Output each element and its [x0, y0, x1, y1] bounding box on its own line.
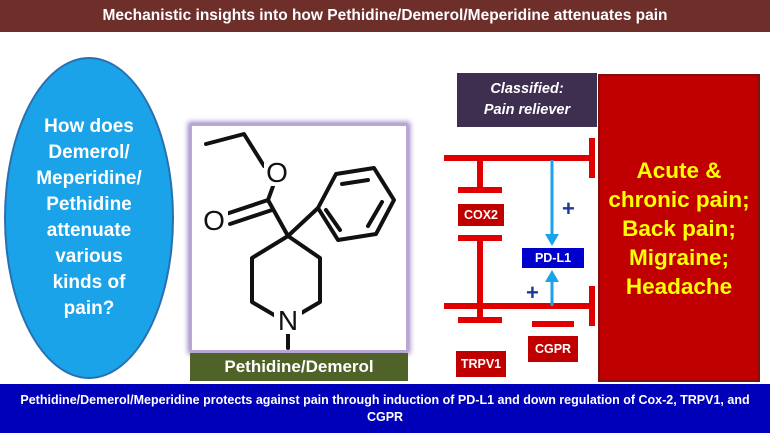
- question-text: How does Demerol/ Meperidine/ Pethidine …: [36, 116, 142, 319]
- pain-outcome-text: Acute & chronic pain; Back pain; Migrain…: [608, 157, 750, 299]
- page-title: Mechanistic insights into how Pethidine/…: [0, 0, 770, 32]
- cox2-label: COX2: [458, 204, 504, 226]
- footer-summary-text: Pethidine/Demerol/Meperidine protects ag…: [20, 392, 750, 424]
- cgrp-label: CGPR: [528, 336, 578, 362]
- page-title-text: Mechanistic insights into how Pethidine/…: [102, 7, 668, 24]
- o-atom-bg: [264, 156, 290, 186]
- phenyl-inner-bond-2: [366, 200, 384, 228]
- question-ellipse: How does Demerol/ Meperidine/ Pethidine …: [4, 57, 174, 379]
- trpv1-label: TRPV1: [456, 351, 506, 377]
- phenyl-inner-bond-3: [324, 208, 342, 232]
- carbonyl-double-bond-a: [224, 198, 270, 216]
- phenyl-link-bond: [286, 206, 320, 238]
- pain-outcome-box: Acute & chronic pain; Back pain; Migrain…: [598, 74, 760, 382]
- n-atom-bg: [274, 306, 302, 334]
- pethidine-structure-diagram: O O N: [200, 132, 396, 350]
- ethyl-chain-bond: [204, 132, 266, 168]
- drug-name-text: Pethidine/Demerol: [224, 357, 374, 376]
- carbonyl-double-bond-b: [228, 208, 274, 226]
- pdl1-lower-arrowhead: [545, 270, 559, 282]
- classification-value: Pain reliever: [483, 102, 571, 118]
- carbonyl-to-quaternary-bond: [266, 198, 290, 238]
- oxygen-atom-carbonyl: O: [203, 205, 225, 236]
- pdl1-text: PD-L1: [534, 251, 572, 265]
- plus-sign-lower: +: [526, 280, 539, 305]
- cox2-text: COX2: [463, 208, 499, 222]
- plus-sign-upper: +: [562, 196, 575, 221]
- nitrogen-atom: N: [278, 305, 298, 336]
- trpv1-text: TRPV1: [460, 357, 502, 371]
- oxygen-atom-ester: O: [266, 157, 288, 188]
- footer-summary: Pethidine/Demerol/Meperidine protects ag…: [0, 384, 770, 433]
- classification-heading: Classified:: [490, 81, 564, 97]
- pdl1-upper-arrowhead: [545, 234, 559, 246]
- cgrp-text: CGPR: [534, 342, 572, 356]
- phenyl-ring: [316, 166, 396, 242]
- molecule-structure-panel: O O N: [190, 124, 408, 352]
- phenyl-inner-bond-1: [340, 178, 370, 186]
- classification-box: Classified: Pain reliever: [457, 73, 597, 127]
- drug-name-label: Pethidine/Demerol: [190, 353, 408, 381]
- o-atom-bg-2: [200, 206, 228, 236]
- pdl1-label: PD-L1: [522, 248, 584, 268]
